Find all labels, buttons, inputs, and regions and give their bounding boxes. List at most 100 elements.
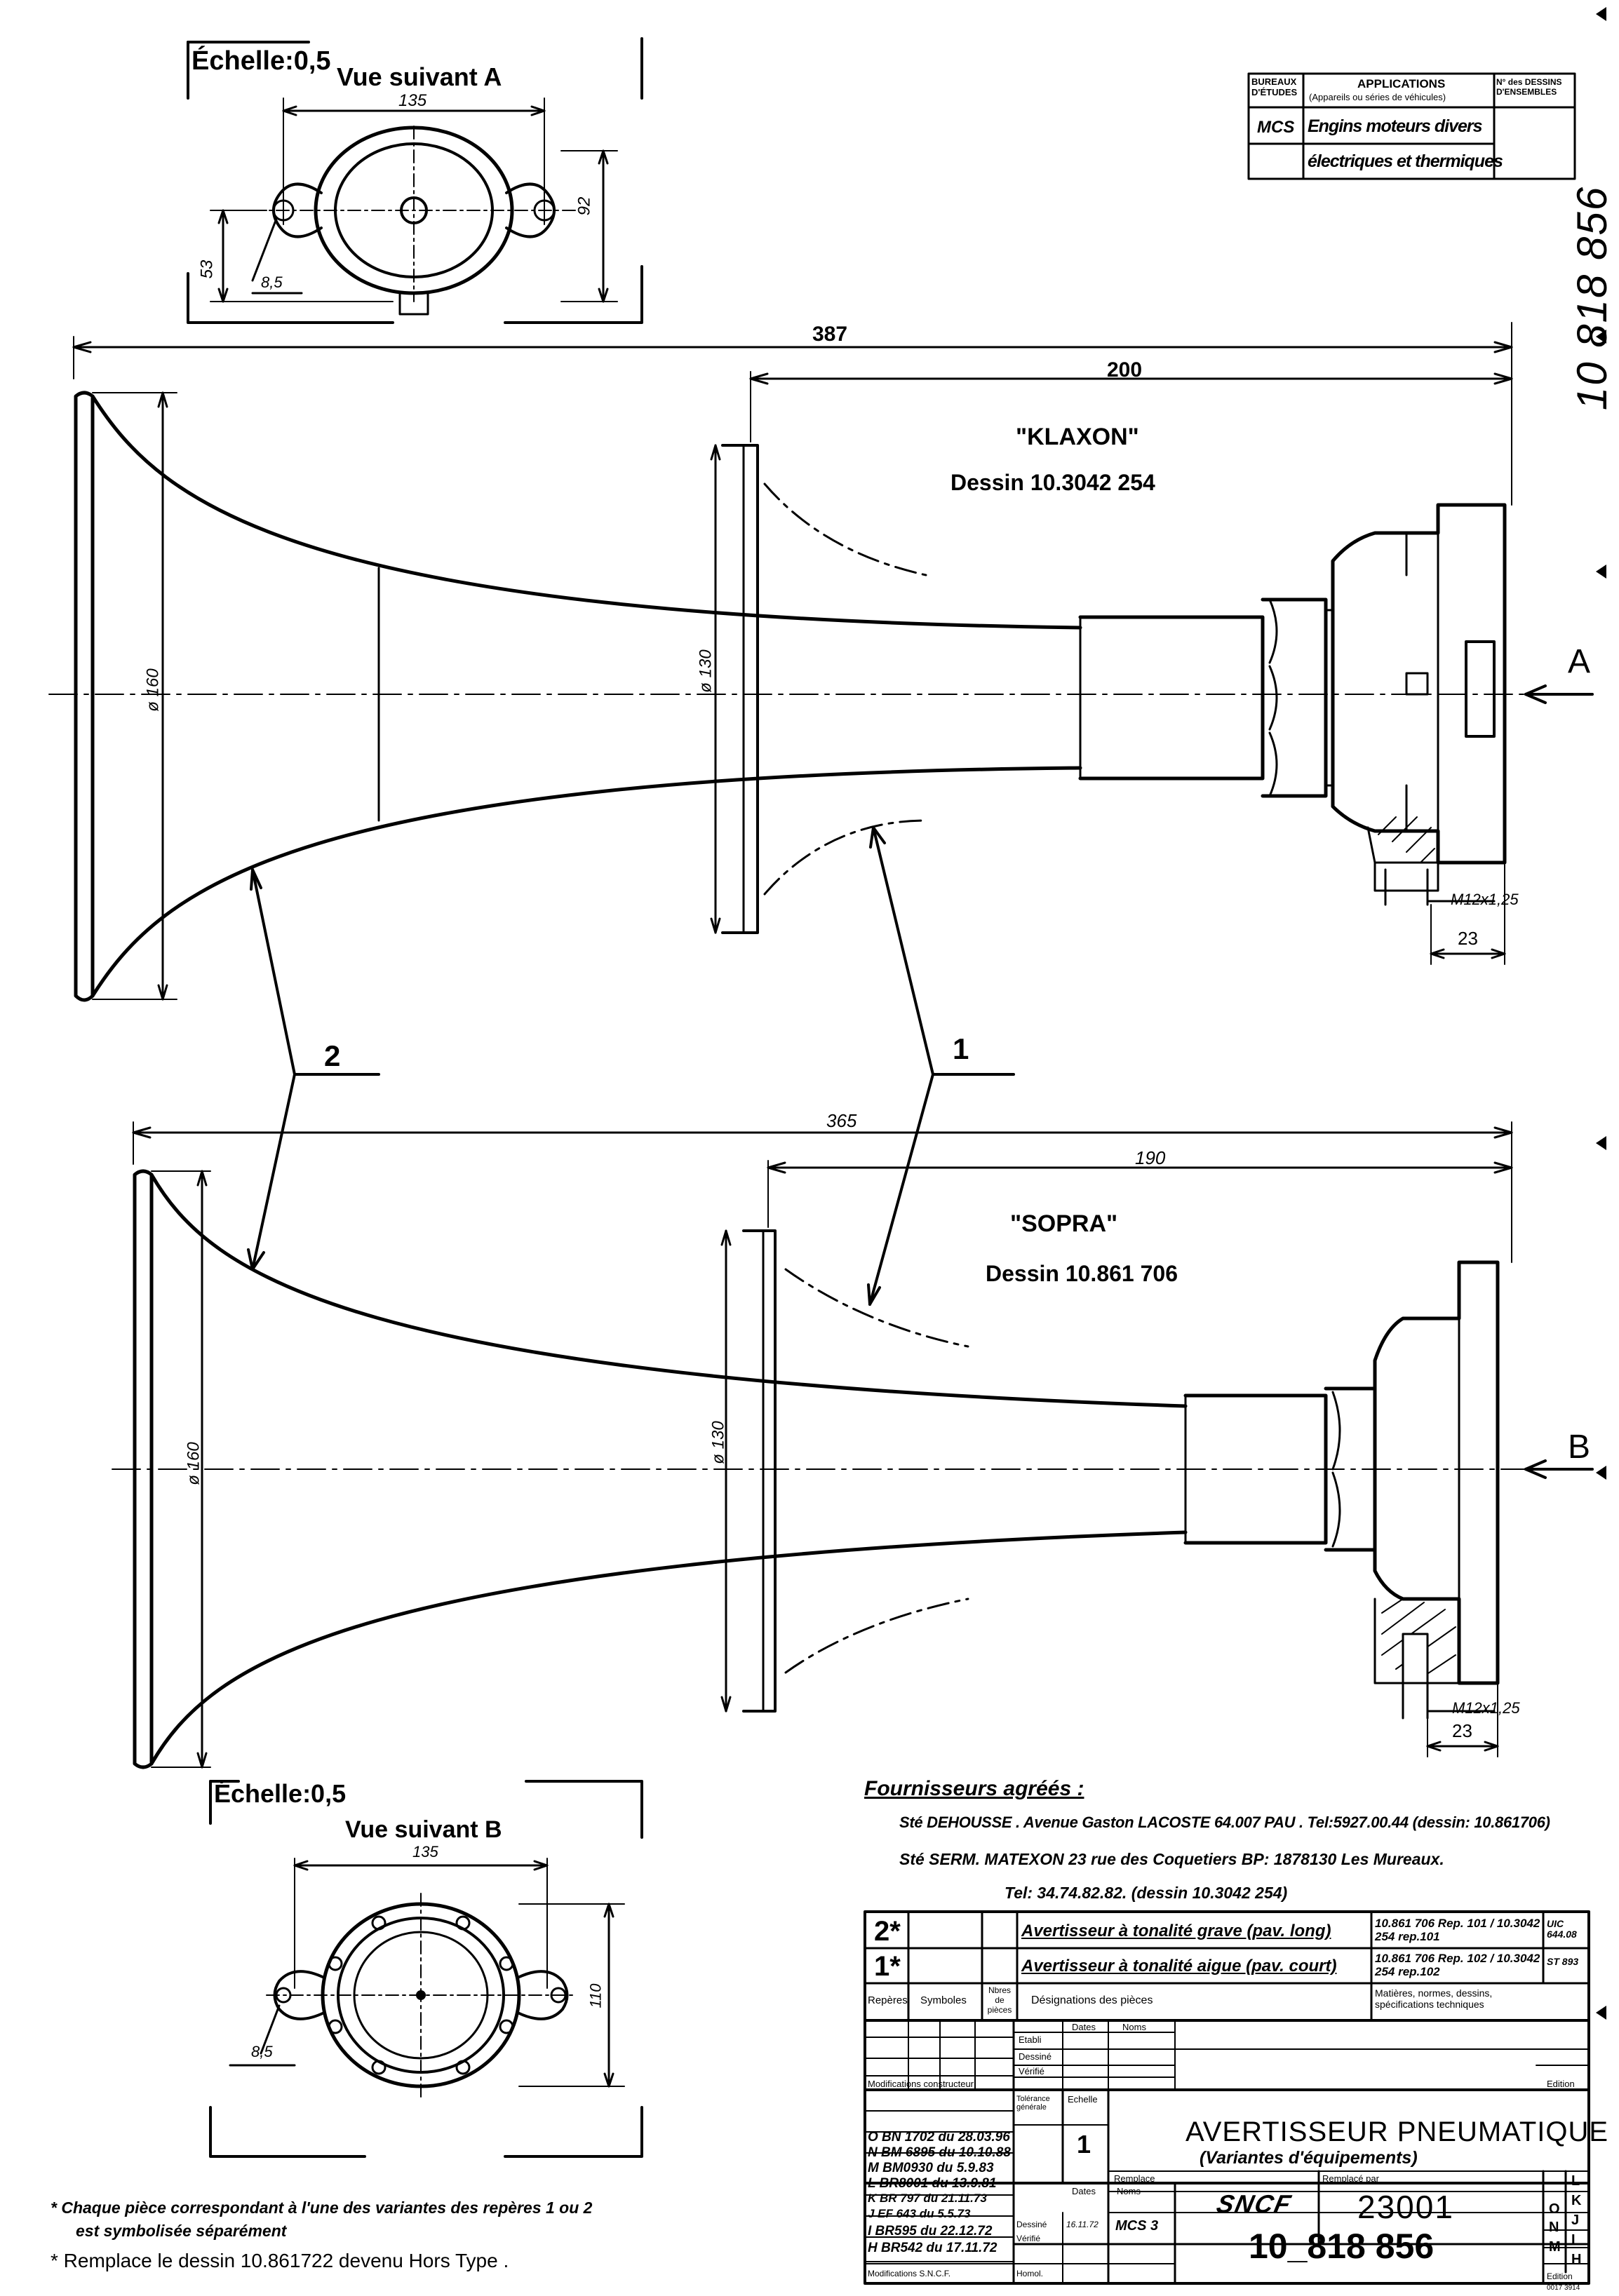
footnote-2: * Remplace le dessin 10.861722 devenu Ho…: [51, 2250, 509, 2271]
view-a-dim-left: 53: [197, 259, 217, 279]
parts-header-nbres: Nbres de pièces: [987, 1985, 1012, 2015]
callout-1: 1: [953, 1032, 969, 1065]
mod-line-m: M BM0930 du 5.9.83: [868, 2161, 994, 2175]
title-remplace-par: Remplacé par: [1322, 2173, 1379, 2184]
mod-line-j: J EF 643 du 5.5.73: [868, 2207, 971, 2220]
sopra-drawing-ref: Dessin 10.861 706: [986, 1261, 1178, 1286]
sopra-horn-drawing: [112, 1121, 1594, 1769]
sopra-dia-bell: ø 160: [184, 1442, 203, 1485]
suppliers-heading: Fournisseurs agréés :: [864, 1777, 1084, 1800]
view-b-dim-width: 135: [412, 1843, 438, 1861]
mod-line-i: I BR595 du 22.12.72: [868, 2224, 993, 2238]
klaxon-dia-rim: ø 130: [696, 649, 716, 693]
parts-row-1-rep: 2*: [874, 1916, 901, 1947]
parts-row-1-designation: Avertisseur à tonalité grave (pav. long): [1021, 1922, 1331, 1940]
view-a-dim-height: 92: [575, 196, 594, 216]
title-homol: Homol.: [1016, 2269, 1044, 2278]
edition-letter-j: J: [1571, 2213, 1580, 2228]
mod-line-l: L BR8001 du 13.9.81: [868, 2176, 997, 2191]
callout-2: 2: [324, 1039, 341, 1072]
parts-row-1-ref: 10.861 706 Rep. 101 / 10.3042 254 rep.10…: [1375, 1917, 1540, 1943]
sopra-title: "SOPRA": [1010, 1210, 1118, 1237]
view-a-dim-width: 135: [398, 91, 427, 110]
title-echelle-label: Echelle: [1068, 2094, 1098, 2105]
callout-leaders: [247, 826, 1015, 1306]
title-echelle-value: 1: [1077, 2130, 1091, 2159]
applications-col-title: APPLICATIONS: [1357, 77, 1446, 90]
parts-table-lines: [864, 1910, 1590, 2022]
mod-line-h: H BR542 du 17.11.72: [868, 2241, 997, 2255]
view-b-scale: Échelle:0,5: [214, 1779, 347, 1808]
klaxon-horn-drawing: [48, 322, 1594, 1002]
sncf-logo: SNCF: [1214, 2189, 1295, 2218]
title-dates-header: Dates: [1072, 2022, 1096, 2032]
view-a-title: Vue suivant A: [337, 62, 502, 91]
parts-row-2-ref: 10.861 706 Rep. 102 / 10.3042 254 rep.10…: [1375, 1952, 1540, 1978]
title-ref-tiny: 0017 3914: [1547, 2284, 1580, 2292]
title-dessine-date: 16.11.72: [1066, 2220, 1099, 2229]
edition-letter-m: M: [1549, 2239, 1561, 2255]
view-a-dim-hole: 8,5: [261, 274, 283, 291]
edition-letter-n: N: [1549, 2220, 1559, 2235]
drawing-title: AVERTISSEUR PNEUMATIQUE: [1185, 2116, 1609, 2147]
klaxon-dia-bell: ø 160: [143, 668, 163, 712]
parts-row-2-designation: Avertisseur à tonalité aigue (pav. court…: [1021, 1957, 1337, 1976]
applications-col-bureau: BUREAUX D'ÉTUDES: [1251, 76, 1298, 97]
footnote-1: * Chaque pièce correspondant à l'une des…: [51, 2199, 593, 2217]
parts-header-matieres: Matières, normes, dessins, spécification…: [1375, 1987, 1493, 2011]
view-a-drawing: [187, 37, 643, 324]
view-b-dim-height: 110: [586, 1983, 605, 2008]
mod-line-n: N BM 6895 du 10.10.88: [868, 2145, 1011, 2160]
applications-bureau-value: MCS: [1257, 118, 1295, 137]
title-number-small: 23001: [1357, 2189, 1454, 2225]
klaxon-dim-overall: 387: [812, 323, 848, 346]
parts-row-2-rep: 1*: [874, 1951, 901, 1982]
drawing-subtitle: (Variantes d'équipements): [1200, 2148, 1418, 2168]
title-modif-constructeur: Modifications constructeur: [868, 2079, 974, 2089]
supplier-line-2: Sté SERM. MATEXON 23 rue des Coquetiers …: [899, 1850, 1444, 1868]
view-b-dim-hole: 8,5: [251, 2043, 273, 2060]
drawing-number: 10_818 856: [1249, 2227, 1435, 2266]
parts-row-1-uic: UIC 644.08: [1547, 1918, 1577, 1940]
klaxon-dim-partial: 200: [1107, 358, 1143, 381]
title-tolerance: Tolérance générale: [1016, 2095, 1050, 2112]
applications-col-drawings: N° des DESSINS D'ENSEMBLES: [1496, 77, 1562, 97]
title-dessine-name: MCS 3: [1115, 2218, 1159, 2234]
view-a-scale: Échelle:0,5: [192, 46, 331, 76]
parts-header-designations: Désignations des pièces: [1031, 1994, 1153, 2006]
applications-col-sub: (Appareils ou séries de véhicules): [1309, 92, 1446, 102]
edition-letter-k: K: [1571, 2193, 1582, 2208]
sopra-thread: M12x1,25: [1452, 1699, 1520, 1717]
title-edition-footer: Edition: [1547, 2271, 1573, 2281]
edition-letter-h: H: [1571, 2252, 1582, 2267]
klaxon-thread: M12x1,25: [1451, 891, 1519, 908]
view-arrow-b-label: B: [1568, 1429, 1591, 1466]
side-drawing-number: 10 818 856: [1568, 185, 1616, 411]
supplier-line-1: Sté DEHOUSSE . Avenue Gaston LACOSTE 64.…: [899, 1814, 1550, 1831]
parts-row-2-uic: ST 893: [1547, 1956, 1579, 1967]
applications-line1: Engins moteurs divers: [1308, 116, 1483, 136]
mod-line-k: K BR 797 du 21.11.73: [868, 2192, 987, 2205]
view-b-drawing: [209, 1780, 643, 2158]
title-block-lines: [864, 2019, 1590, 2285]
sopra-dim-overall: 365: [826, 1110, 857, 1131]
mod-line-o: O BN 1702 du 28.03.96: [868, 2130, 1010, 2145]
title-noms-header: Noms: [1122, 2022, 1146, 2032]
title-etabli: Etabli: [1019, 2034, 1042, 2045]
edition-letter-l: L: [1571, 2173, 1580, 2189]
footnote-1b: est symbolisée séparément: [76, 2222, 287, 2240]
klaxon-drawing-ref: Dessin 10.3042 254: [950, 470, 1155, 495]
title-dessine: Dessiné: [1019, 2051, 1052, 2062]
supplier-line-3: Tel: 34.74.82.82. (dessin 10.3042 254): [1005, 1884, 1288, 1902]
title-edition-header: Edition: [1547, 2079, 1575, 2089]
parts-header-reperes: Repères: [868, 1994, 908, 2006]
sopra-dim-partial: 190: [1135, 1147, 1166, 1168]
title-remplace: Remplace: [1114, 2173, 1155, 2184]
edition-letter-o: O: [1549, 2201, 1560, 2217]
applications-table-lines: [1247, 72, 1576, 180]
klaxon-dim-base: 23: [1458, 928, 1478, 949]
applications-line2: électriques et thermiques: [1308, 151, 1503, 171]
title-modif-sncf: Modifications S.N.C.F.: [868, 2269, 951, 2278]
